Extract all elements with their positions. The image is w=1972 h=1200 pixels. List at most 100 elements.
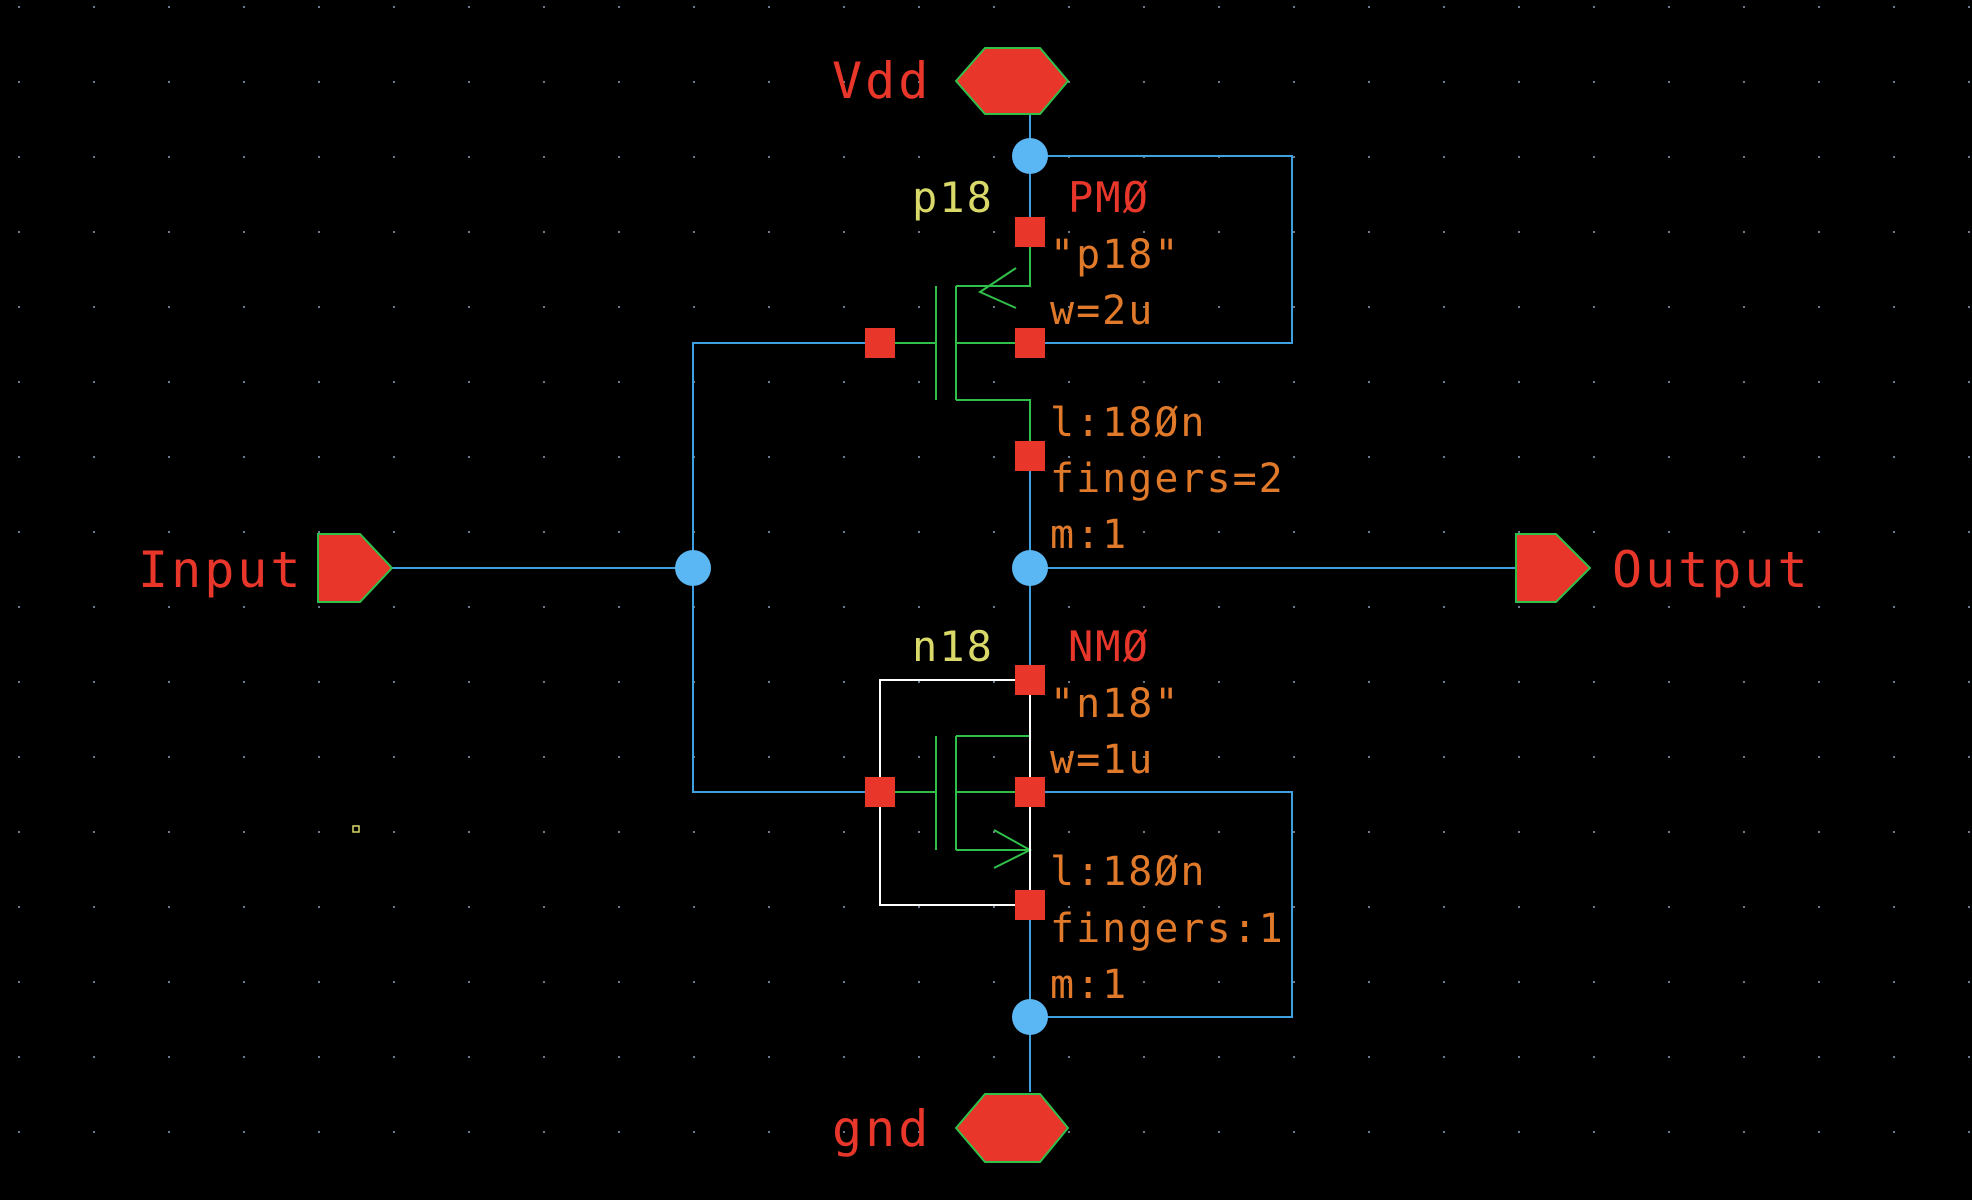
grid-dot <box>993 381 995 383</box>
vdd-pin[interactable]: Vdd <box>832 47 1070 115</box>
grid-dot <box>543 1056 545 1058</box>
grid-dot <box>93 156 95 158</box>
grid-dot <box>1743 156 1745 158</box>
grid-dot <box>1443 381 1445 383</box>
grid-dot <box>1143 231 1145 233</box>
grid-dot <box>1668 606 1670 608</box>
grid-dot <box>768 306 770 308</box>
grid-dot <box>1218 6 1220 8</box>
grid-dot <box>843 756 845 758</box>
grid-dot <box>1968 456 1970 458</box>
grid-dot <box>918 981 920 983</box>
wire-gate-pmos[interactable] <box>692 342 880 568</box>
grid-dot <box>93 981 95 983</box>
grid-dot <box>243 981 245 983</box>
grid-dot <box>318 981 320 983</box>
grid-dot <box>1968 231 1970 233</box>
grid-dot <box>393 306 395 308</box>
grid-dot <box>1368 1131 1370 1133</box>
grid-dot <box>1968 606 1970 608</box>
grid-dot <box>1368 756 1370 758</box>
wire-gate-nmos[interactable] <box>692 568 880 793</box>
grid-dot <box>768 756 770 758</box>
input-pin-icon <box>317 533 394 603</box>
grid-dot <box>168 681 170 683</box>
junction-vdd <box>1012 138 1048 174</box>
grid-dot <box>1668 681 1670 683</box>
nmos-transistor[interactable] <box>880 680 1033 905</box>
grid-dot <box>93 531 95 533</box>
grid-dot <box>918 456 920 458</box>
nmos-param: w=1u <box>1050 737 1154 783</box>
grid-dot <box>1518 831 1520 833</box>
grid-dot <box>1743 681 1745 683</box>
grid-dot <box>1668 756 1670 758</box>
inout-pin-icon <box>954 47 1070 115</box>
grid-dot <box>1593 381 1595 383</box>
instance-terminals <box>865 217 1045 920</box>
grid-dot <box>993 306 995 308</box>
grid-dot <box>918 81 920 83</box>
grid-dot <box>1443 306 1445 308</box>
grid-dot <box>918 906 920 908</box>
grid-dot <box>318 906 320 908</box>
grid-dot <box>93 756 95 758</box>
grid-dot <box>918 6 920 8</box>
grid-dot <box>1443 456 1445 458</box>
output-pin[interactable]: Output <box>1515 533 1811 603</box>
grid-dot <box>618 1131 620 1133</box>
grid-dot <box>18 1131 20 1133</box>
gnd-pin[interactable]: gnd <box>832 1093 1070 1163</box>
grid-dot <box>318 456 320 458</box>
grid-dot <box>1068 81 1070 83</box>
grid-dot <box>468 156 470 158</box>
input-pin[interactable]: Input <box>138 533 394 603</box>
grid-dot <box>93 1131 95 1133</box>
grid-dot <box>1068 456 1070 458</box>
grid-dot <box>543 606 545 608</box>
grid-dot <box>18 156 20 158</box>
grid-dot <box>843 606 845 608</box>
grid-dot <box>1518 756 1520 758</box>
grid-dot <box>1668 156 1670 158</box>
nmos-labels: n18 NMØ "n18" w=1u l:18Øn fingers:1 m:1 <box>912 622 1283 1008</box>
grid-dot <box>1443 831 1445 833</box>
grid-dot <box>1443 231 1445 233</box>
pmos-drain-terminal <box>1015 441 1045 471</box>
grid-dot <box>993 456 995 458</box>
grid-dot <box>1518 606 1520 608</box>
wire-pmos-bulk[interactable] <box>1030 155 1293 344</box>
grid-dot <box>1293 681 1295 683</box>
grid-dot <box>1518 231 1520 233</box>
grid-dot <box>768 231 770 233</box>
grid-dot <box>1893 1056 1895 1058</box>
grid-dot <box>918 1056 920 1058</box>
grid-dot <box>1818 81 1820 83</box>
nmos-bulk-terminal <box>1015 777 1045 807</box>
grid-dot <box>1968 531 1970 533</box>
grid-dot <box>93 306 95 308</box>
grid-dot <box>1518 681 1520 683</box>
grid-dot <box>1443 81 1445 83</box>
grid-dot <box>318 531 320 533</box>
grid-dot <box>693 831 695 833</box>
wires <box>392 110 1516 1092</box>
grid-dot <box>93 606 95 608</box>
grid-dot <box>618 6 620 8</box>
grid-dot <box>768 456 770 458</box>
grid-dot <box>1743 606 1745 608</box>
grid-dot <box>1893 1131 1895 1133</box>
grid-dot <box>1818 156 1820 158</box>
grid-dot <box>1443 981 1445 983</box>
pmos-transistor[interactable] <box>880 232 1031 456</box>
grid-dot <box>1293 231 1295 233</box>
wire-nmos-bulk[interactable] <box>1030 791 1293 1018</box>
pmos-param: w=2u <box>1050 288 1154 334</box>
grid-dot <box>1443 906 1445 908</box>
grid-dot <box>1443 6 1445 8</box>
grid-dot <box>1818 756 1820 758</box>
grid-dot <box>393 906 395 908</box>
grid-dot <box>1068 381 1070 383</box>
grid-dot <box>1218 306 1220 308</box>
